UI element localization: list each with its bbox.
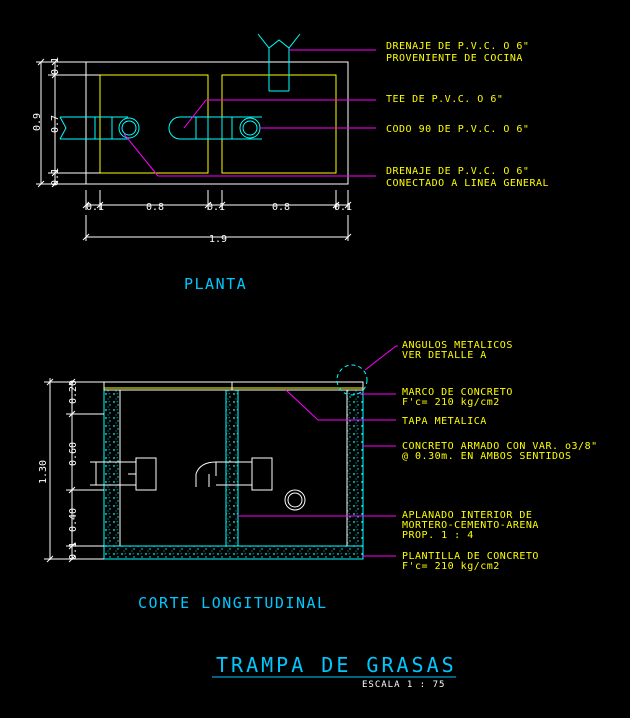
label-plaster-1: APLANADO INTERIOR DE (402, 510, 532, 521)
plan-left-chamber (99, 74, 209, 174)
label-drain-in-1: DRENAJE DE P.V.C. O 6" (386, 41, 529, 52)
plan-view: DRENAJE DE P.V.C. O 6" PROVENIENTE DE CO… (32, 33, 549, 293)
section-view: ANGULOS METALICOS VER DETALLE A MARCO DE… (38, 340, 598, 612)
dim-left-top: 0.1 (50, 57, 61, 75)
dim-total-width: 1.9 (209, 234, 227, 245)
dim-w2: 0.8 (146, 202, 164, 213)
dim-total-height: 0.9 (32, 113, 43, 131)
plan-title: PLANTA (184, 275, 247, 293)
section-concrete-frame (103, 381, 364, 391)
section-pipes (90, 457, 306, 511)
dim-w1: 0.1 (86, 202, 104, 213)
dim-w3: 0.1 (207, 202, 225, 213)
label-frame-1: MARCO DE CONCRETO (402, 387, 513, 398)
section-right-wall (346, 389, 364, 559)
plan-right-chamber (221, 74, 337, 174)
label-drain-out-2: CONECTADO A LINEA GENERAL (386, 178, 549, 189)
section-vertical-dims (44, 378, 104, 563)
label-plaster-3: PROP. 1 : 4 (402, 530, 474, 541)
drawing-title: TRAMPA DE GRASAS (216, 653, 457, 677)
dim-w5: 0.1 (334, 202, 352, 213)
detail-a-circle (336, 364, 368, 396)
label-angles-1: ANGULOS METALICOS (402, 340, 513, 351)
section-mid-wall (225, 389, 239, 549)
dim-sec-d1: 0.20 (68, 380, 79, 404)
dim-sec-d4: 0.1 (68, 542, 79, 560)
section-left-wall (103, 389, 121, 559)
label-drain-in-2: PROVENIENTE DE COCINA (386, 53, 523, 64)
label-plaster-2: MORTERO-CEMENTO-ARENA (402, 520, 539, 531)
dim-sec-d3: 0.40 (68, 508, 79, 532)
dim-left-mid: 0.7 (50, 115, 61, 133)
label-concrete-1: CONCRETO ARMADO CON VAR. o3/8" (402, 441, 598, 452)
drawing-scale: ESCALA 1 : 75 (362, 680, 445, 690)
label-base-2: F'c= 210 kg/cm2 (402, 561, 500, 572)
label-elbow: CODO 90 DE P.V.C. O 6" (386, 124, 529, 135)
section-title: CORTE LONGITUDINAL (138, 594, 328, 612)
label-concrete-2: @ 0.30m. EN AMBOS SENTIDOS (402, 451, 572, 462)
dim-left-bot: 0.1 (50, 168, 61, 186)
plan-outlet-pipe (59, 116, 140, 140)
dim-sec-d2: 0.60 (68, 442, 79, 466)
label-tee: TEE DE P.V.C. O 6" (386, 94, 503, 105)
plan-vertical-dims (36, 58, 100, 188)
label-angles-2: VER DETALLE A (402, 350, 487, 361)
label-drain-out-1: DRENAJE DE P.V.C. O 6" (386, 166, 529, 177)
label-lid: TAPA METALICA (402, 416, 487, 427)
plan-outer-wall (85, 61, 349, 185)
plan-leaders (123, 49, 376, 177)
plan-horizontal-dims (82, 190, 352, 241)
plan-tee-elbow (168, 116, 262, 140)
dim-sec-total: 1.30 (38, 460, 49, 484)
label-base-1: PLANTILLA DE CONCRETO (402, 551, 539, 562)
dim-w4: 0.8 (272, 202, 290, 213)
label-frame-2: F'c= 210 kg/cm2 (402, 397, 500, 408)
section-leaders (238, 345, 398, 557)
drawing-title-block: TRAMPA DE GRASAS ESCALA 1 : 75 (212, 653, 457, 690)
section-base-slab (103, 545, 364, 560)
plan-inlet-pipe (257, 33, 301, 92)
